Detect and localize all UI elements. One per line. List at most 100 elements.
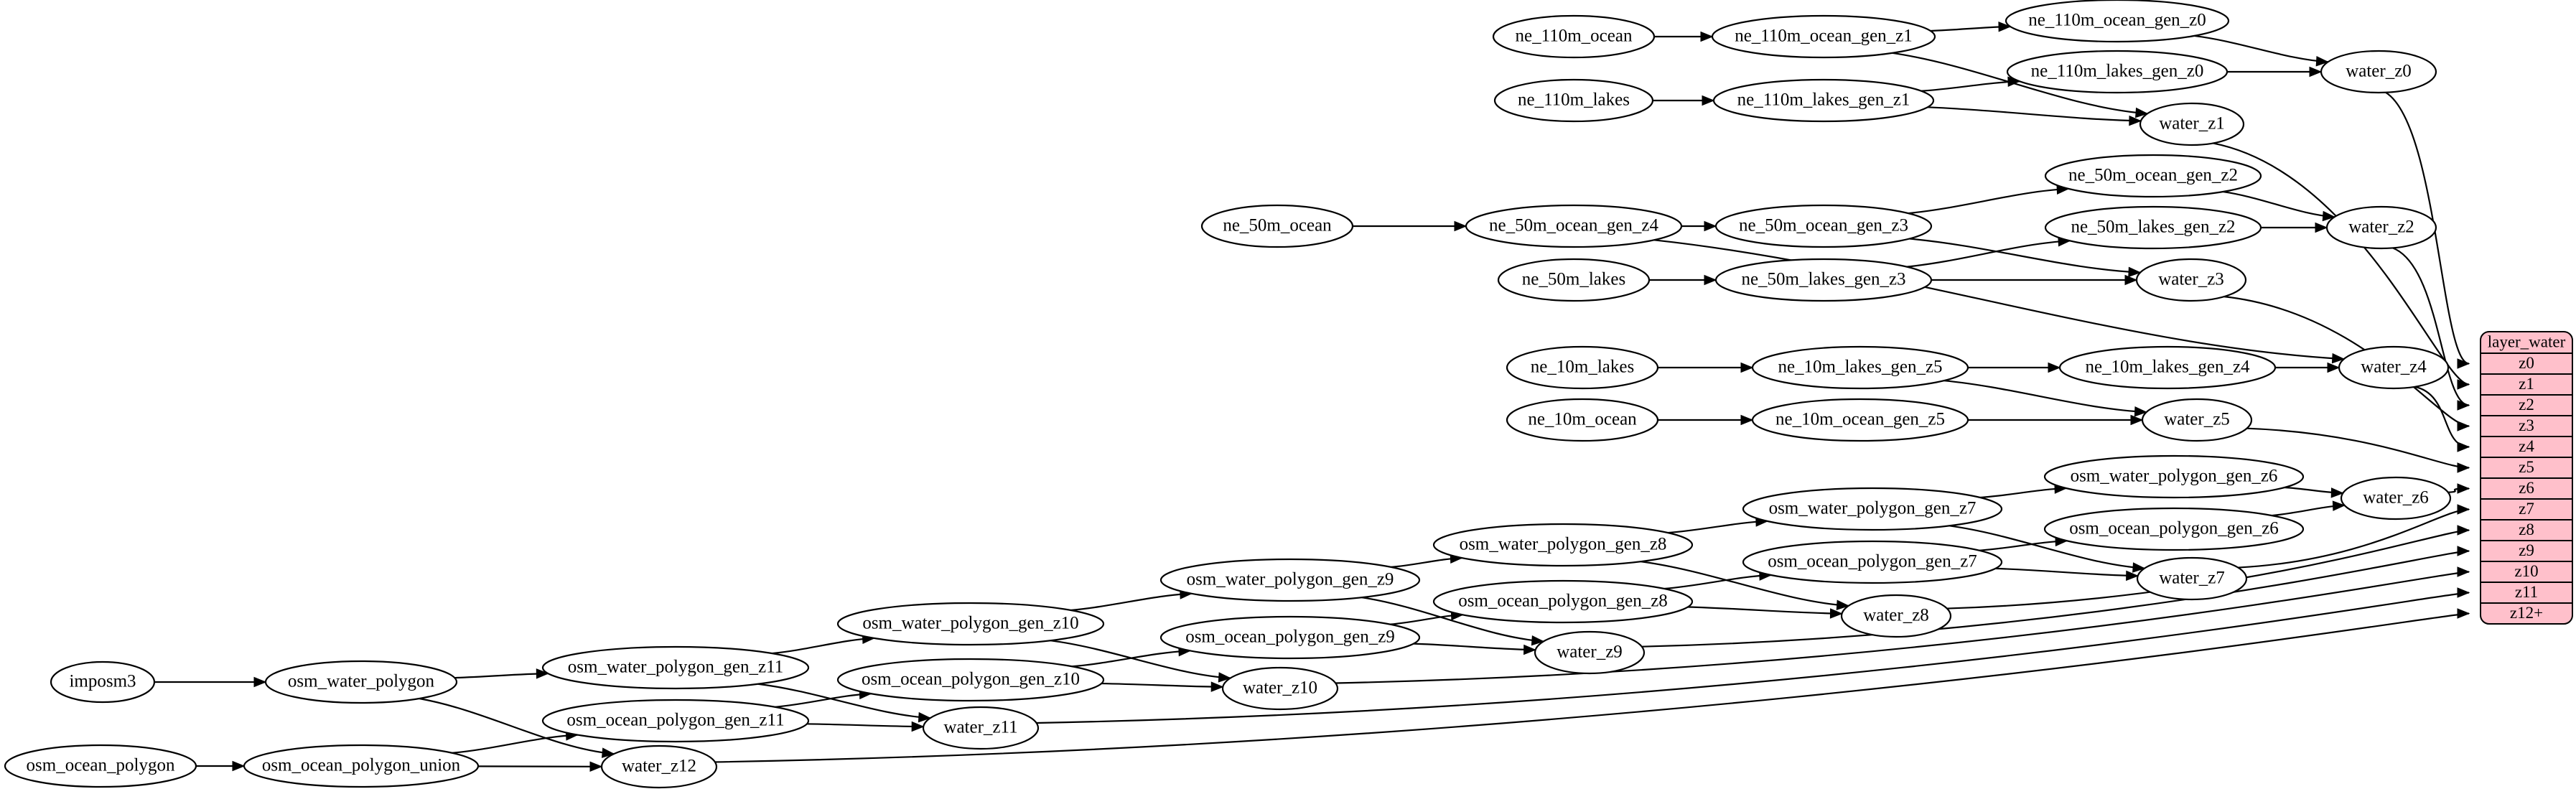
node-water_z1[interactable]: water_z1 — [2139, 102, 2245, 146]
node-shape[interactable] — [2325, 205, 2437, 250]
node-ne_110m_ocean[interactable]: ne_110m_ocean — [1492, 14, 1656, 59]
node-ne_50m_lakes_gen_z2[interactable]: ne_50m_lakes_gen_z2 — [2044, 205, 2262, 250]
node-shape[interactable] — [2141, 398, 2253, 442]
node-osm_ocean_polygon_gen_z7[interactable]: osm_ocean_polygon_gen_z7 — [1742, 540, 2003, 584]
node-water_z8[interactable]: water_z8 — [1840, 594, 1952, 638]
node-osm_ocean_polygon_gen_z9[interactable]: osm_ocean_polygon_gen_z9 — [1159, 615, 1421, 660]
node-osm_water_polygon_gen_z8[interactable]: osm_water_polygon_gen_z8 — [1432, 523, 1694, 567]
node-osm_water_polygon_gen_z6[interactable]: osm_water_polygon_gen_z6 — [2043, 454, 2305, 499]
node-ne_110m_ocean_gen_z0[interactable]: ne_110m_ocean_gen_z0 — [2005, 0, 2230, 43]
node-ne_110m_lakes_gen_z0[interactable]: ne_110m_lakes_gen_z0 — [2006, 50, 2229, 94]
node-water_z9[interactable]: water_z9 — [1534, 630, 1646, 675]
node-shape[interactable] — [836, 602, 1105, 646]
node-shape[interactable] — [1742, 540, 2003, 584]
node-osm_ocean_polygon_gen_z8[interactable]: osm_ocean_polygon_gen_z8 — [1432, 579, 1694, 624]
node-water_z11[interactable]: water_z11 — [922, 706, 1040, 750]
table-row-z0[interactable]: z0 — [2519, 354, 2534, 372]
node-ne_110m_ocean_gen_z1[interactable]: ne_110m_ocean_gen_z1 — [1711, 14, 1936, 59]
node-ne_110m_lakes_gen_z1[interactable]: ne_110m_lakes_gen_z1 — [1712, 78, 1935, 123]
table-row-z11[interactable]: z11 — [2515, 583, 2538, 601]
node-shape[interactable] — [1506, 345, 1659, 390]
node-water_z10[interactable]: water_z10 — [1221, 666, 1339, 711]
node-water_z2[interactable]: water_z2 — [2325, 205, 2437, 250]
node-shape[interactable] — [1742, 487, 2003, 531]
node-shape[interactable] — [1711, 14, 1936, 59]
node-osm_ocean_polygon_gen_z11[interactable]: osm_ocean_polygon_gen_z11 — [541, 699, 810, 743]
node-ne_50m_ocean[interactable]: ne_50m_ocean — [1200, 204, 1354, 248]
table-row-z10[interactable]: z10 — [2514, 562, 2538, 580]
node-shape[interactable] — [600, 744, 718, 789]
node-shape[interactable] — [1432, 523, 1694, 567]
node-shape[interactable] — [1497, 258, 1651, 302]
node-osm_water_polygon_gen_z11[interactable]: osm_water_polygon_gen_z11 — [541, 645, 810, 690]
node-shape[interactable] — [1714, 258, 1933, 302]
node-osm_water_polygon_gen_z10[interactable]: osm_water_polygon_gen_z10 — [836, 602, 1105, 646]
node-osm_water_polygon[interactable]: osm_water_polygon — [264, 660, 458, 704]
node-shape[interactable] — [922, 706, 1040, 750]
node-osm_ocean_polygon_gen_z6[interactable]: osm_ocean_polygon_gen_z6 — [2043, 507, 2305, 551]
node-ne_10m_lakes_gen_z5[interactable]: ne_10m_lakes_gen_z5 — [1751, 345, 1969, 390]
node-shape[interactable] — [243, 744, 480, 788]
table-row-z2[interactable]: z2 — [2519, 396, 2534, 414]
node-shape[interactable] — [1714, 204, 1933, 248]
node-ne_10m_ocean_gen_z5[interactable]: ne_10m_ocean_gen_z5 — [1751, 398, 1969, 442]
node-shape[interactable] — [2136, 556, 2248, 601]
node-ne_10m_lakes[interactable]: ne_10m_lakes — [1506, 345, 1659, 390]
node-shape[interactable] — [4, 744, 197, 788]
node-ne_50m_lakes[interactable]: ne_50m_lakes — [1497, 258, 1651, 302]
node-shape[interactable] — [2044, 154, 2262, 198]
table-row-z3[interactable]: z3 — [2519, 416, 2534, 434]
node-water_z6[interactable]: water_z6 — [2340, 476, 2452, 520]
node-shape[interactable] — [264, 660, 458, 704]
node-water_z3[interactable]: water_z3 — [2135, 258, 2247, 302]
node-water_z7[interactable]: water_z7 — [2136, 556, 2248, 601]
node-shape[interactable] — [2043, 454, 2305, 499]
node-ne_50m_ocean_gen_z2[interactable]: ne_50m_ocean_gen_z2 — [2044, 154, 2262, 198]
node-shape[interactable] — [1432, 579, 1694, 624]
node-shape[interactable] — [50, 660, 156, 704]
node-shape[interactable] — [1159, 615, 1421, 660]
node-shape[interactable] — [2006, 50, 2229, 94]
node-osm_ocean_polygon[interactable]: osm_ocean_polygon — [4, 744, 197, 788]
node-shape[interactable] — [1492, 14, 1656, 59]
node-water_z4[interactable]: water_z4 — [2338, 345, 2450, 390]
node-shape[interactable] — [2044, 205, 2262, 250]
node-shape[interactable] — [836, 658, 1105, 702]
node-shape[interactable] — [2043, 507, 2305, 551]
table-row-z12plus[interactable]: z12+ — [2510, 604, 2543, 622]
node-osm_ocean_polygon_gen_z10[interactable]: osm_ocean_polygon_gen_z10 — [836, 658, 1105, 702]
node-osm_water_polygon_gen_z7[interactable]: osm_water_polygon_gen_z7 — [1742, 487, 2003, 531]
node-shape[interactable] — [1159, 558, 1421, 602]
node-shape[interactable] — [1751, 398, 1969, 442]
node-shape[interactable] — [2135, 258, 2247, 302]
node-ne_50m_ocean_gen_z4[interactable]: ne_50m_ocean_gen_z4 — [1465, 204, 1683, 248]
node-shape[interactable] — [1712, 78, 1935, 123]
table-row-z6[interactable]: z6 — [2519, 479, 2534, 497]
node-shape[interactable] — [541, 645, 810, 690]
table-row-z9[interactable]: z9 — [2519, 541, 2534, 559]
node-shape[interactable] — [2058, 345, 2277, 390]
table-row-z5[interactable]: z5 — [2519, 458, 2534, 476]
node-shape[interactable] — [2139, 102, 2245, 146]
node-shape[interactable] — [2005, 0, 2230, 43]
node-imposm3[interactable]: imposm3 — [50, 660, 156, 704]
table-row-z8[interactable]: z8 — [2519, 520, 2534, 538]
table-row-z1[interactable]: z1 — [2519, 375, 2534, 393]
node-shape[interactable] — [1221, 666, 1339, 711]
node-ne_50m_lakes_gen_z3[interactable]: ne_50m_lakes_gen_z3 — [1714, 258, 1933, 302]
table-row-z7[interactable]: z7 — [2519, 500, 2534, 518]
node-shape[interactable] — [2320, 50, 2437, 94]
node-shape[interactable] — [1840, 594, 1952, 638]
node-ne_110m_lakes[interactable]: ne_110m_lakes — [1493, 78, 1654, 123]
node-osm_water_polygon_gen_z9[interactable]: osm_water_polygon_gen_z9 — [1159, 558, 1421, 602]
node-osm_ocean_polygon_union[interactable]: osm_ocean_polygon_union — [243, 744, 480, 788]
node-ne_10m_lakes_gen_z4[interactable]: ne_10m_lakes_gen_z4 — [2058, 345, 2277, 390]
node-shape[interactable] — [1200, 204, 1354, 248]
table-row-z4[interactable]: z4 — [2519, 437, 2534, 455]
node-shape[interactable] — [1465, 204, 1683, 248]
node-shape[interactable] — [2340, 476, 2452, 520]
node-water_z12[interactable]: water_z12 — [600, 744, 718, 789]
node-shape[interactable] — [1493, 78, 1654, 123]
node-shape[interactable] — [1751, 345, 1969, 390]
node-shape[interactable] — [541, 699, 810, 743]
